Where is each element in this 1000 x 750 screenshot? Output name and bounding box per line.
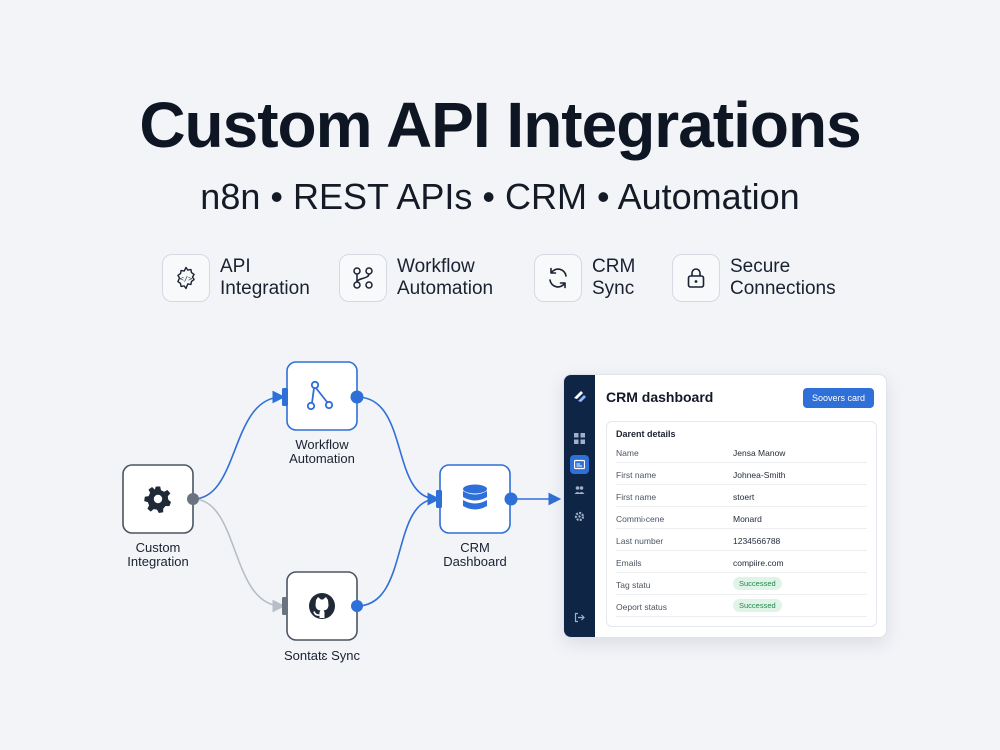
settings-icon[interactable]: [570, 507, 589, 526]
crm-dashboard-card: CRM dashboard Sooveɾs card Darent detail…: [563, 374, 887, 638]
crm-title: CRM dashboard: [606, 389, 714, 405]
integration-flow-diagram: [122, 361, 562, 641]
logout-icon[interactable]: [570, 608, 589, 627]
gear-icon: [144, 486, 171, 513]
crm-sidebar: [564, 375, 595, 637]
lock-icon: [672, 254, 720, 302]
connector-workflow-to-crm: [356, 396, 441, 506]
crm-action-button[interactable]: Sooveɾs card: [802, 388, 874, 408]
status-badge: Successed: [733, 599, 782, 612]
status-badge: Successed: [733, 577, 782, 590]
node-crm-dashboard[interactable]: [436, 464, 518, 534]
page-title: Custom API Integrations: [139, 89, 861, 161]
node-custom-integration[interactable]: [122, 464, 199, 534]
page-subtitle: n8n • REST APIs • CRM • Automation: [200, 176, 800, 217]
node-label-contacts: Sontatɛ Sync: [283, 648, 361, 663]
workflow-icon: [306, 380, 334, 411]
connector-contacts-to-crm: [356, 492, 441, 607]
users-icon[interactable]: [570, 481, 589, 500]
github-icon: [309, 593, 335, 619]
workflow-icon: [339, 254, 387, 302]
svg-text:</>: </>: [180, 275, 193, 283]
connector-custom-to-workflow: [192, 390, 286, 500]
database-icon: [463, 484, 487, 510]
grid-icon[interactable]: [570, 429, 589, 448]
connector-custom-to-contacts: [192, 498, 286, 613]
contacts-card-icon[interactable]: [570, 455, 589, 474]
node-workflow-automation[interactable]: [282, 361, 364, 431]
logo-icon: [570, 387, 589, 406]
crm-panel-title: Darent details: [616, 429, 676, 439]
api-gear-icon: </>: [162, 254, 210, 302]
node-contacts-sync[interactable]: [282, 571, 363, 641]
sync-icon: [534, 254, 582, 302]
